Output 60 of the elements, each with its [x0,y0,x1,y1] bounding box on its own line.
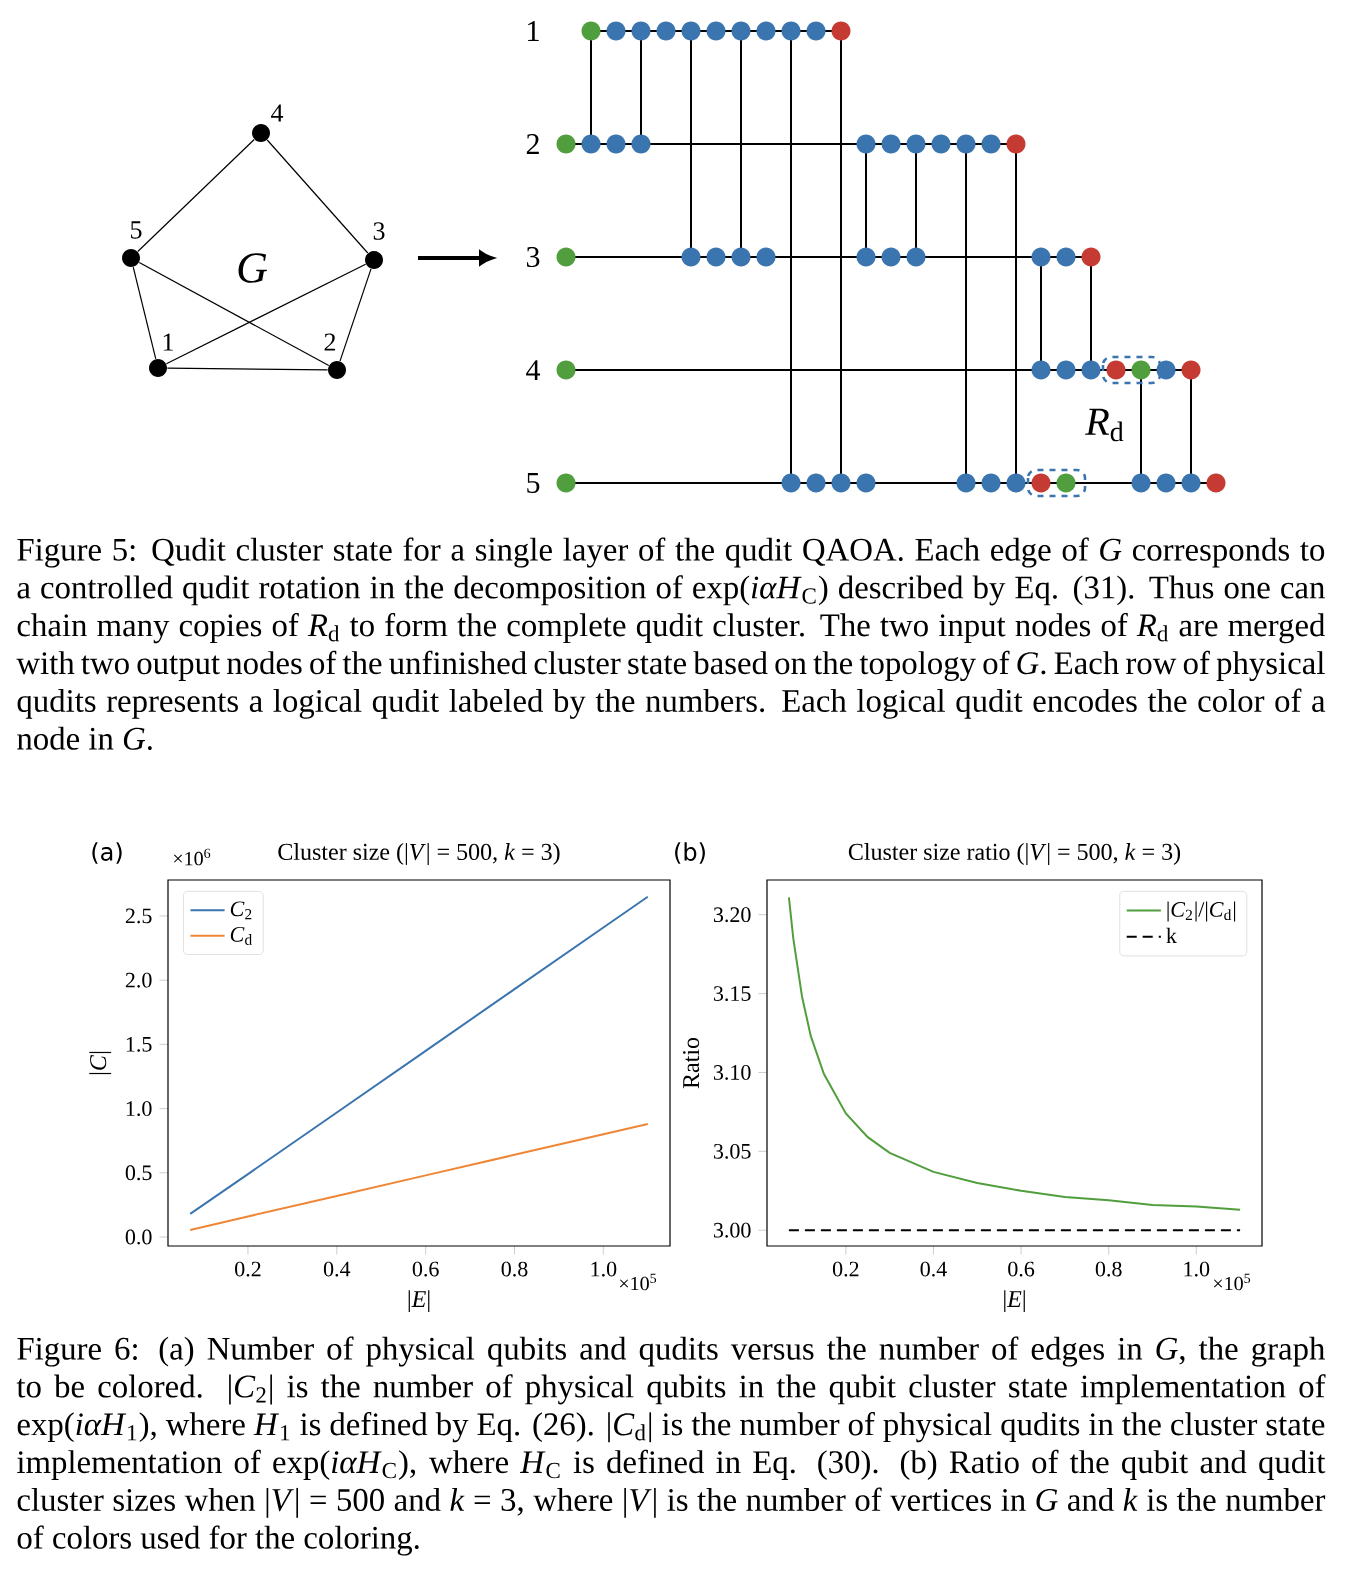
row-label: 1 [528,21,539,41]
x-tick-label: 1.0 [591,1261,617,1277]
vertex-label: 1 [163,333,173,351]
caption: Figure 5: Qudit cluster state for a single layer of the qudit QAOA. Each edge of G corresponds to a controlled qudit rotation in the decomposition of exp(iαH$_{C}$) described by Eq. (31). Thus one can chain many copies of R$_{d}$ to form the complete qudit cluster. The two input nodes of R$_{d}$ are merged with two output nodes of the unfinished cluster state based on the topology of G. Each row of physical qudits represents a logical qudit labeled by the numbers. Each logical qudit encodes the color of a node in G. [16,537,1326,750]
line-series [189,895,649,1215]
line-series [787,896,1242,1211]
graph-edge [339,268,372,362]
chart-title: Cluster size ratio (|V| = 500, k = 3) [848,843,1181,865]
axis-multiplier: ×10$^{5}$ [1213,1273,1251,1291]
y-axis-title: Ratio [683,1037,700,1089]
row-label: 5 [527,473,540,493]
graph-edge [132,266,157,360]
x-tick-label: 0.8 [501,1261,528,1277]
row-label: 4 [526,360,541,380]
chart-title: Cluster size (|V| = 500, k = 3) [278,843,560,865]
x-tick-label: 0.8 [1095,1261,1122,1277]
y-tick-label: 2.5 [125,908,152,924]
legend-label: k [1166,927,1177,943]
row-label: 3 [526,246,540,268]
x-tick-label: 0.4 [323,1261,351,1277]
x-tick-label: 0.2 [832,1261,859,1277]
graph-edge [166,367,329,371]
x-tick-label: 0.2 [235,1261,261,1277]
x-tick-label: 1.0 [1184,1261,1210,1277]
row-label: 2 [526,134,539,154]
y-tick-label: 0.5 [125,1165,152,1181]
caption: Figure 6: (a) Number of physical qubits and qudits versus the number of edges in G, the graph to be colored. |C$_{2}$| is the number of physical qubits in the qubit cluster state implementation of exp(iαH$_{1}$), where H$_{1}$ is defined by Eq. (26). |C$_{d}$| is the number of physical qudits in the cluster state implementation of exp(iαH$_{C}$), where H$_{C}$ is defined in Eq. (30). (b) Ratio of the qubit and qudit cluster sizes when |V| = 500 and k = 3, where |V| is the number of vertices in G and k is the number of colors used for the coloring. [16,1336,1326,1556]
block-label: R$_{d}$ [1085,408,1124,442]
y-tick-label: 1.5 [126,1036,152,1052]
line-series [189,1123,649,1231]
x-axis-title: |E| [1004,1290,1025,1313]
y-tick-label: 3.05 [713,1143,751,1159]
legend-label: C$_{d}$ [230,926,253,945]
vertex-label: 4 [271,104,284,122]
y-tick-label: 2.0 [125,972,152,988]
graph-edge [138,261,330,367]
vertex-label: 3 [373,222,385,240]
y-tick-label: 3.15 [713,986,751,1002]
y-tick-label: 1.0 [126,1101,152,1117]
x-tick-label: 0.6 [412,1261,439,1277]
axis-multiplier: ×10$^{6}$ [173,848,211,866]
y-tick-label: 3.00 [713,1222,751,1238]
graph-name: G [238,253,267,283]
graph-edge [165,263,367,365]
legend-label: |C$_{2}$|/|C$_{d}$| [1167,901,1236,922]
axis-multiplier: ×10$^{5}$ [619,1273,657,1291]
graph-edge [137,138,255,253]
y-tick-label: 0.0 [125,1229,152,1245]
x-axis-title: |E| [408,1290,430,1313]
panel-label: (b) [675,842,705,864]
vertex-label: 5 [131,221,142,239]
panel-label: (a) [92,842,122,864]
graph-edge [266,139,369,254]
vertex-label: 2 [324,333,336,351]
y-tick-label: 3.10 [713,1065,751,1080]
y-tick-label: 3.20 [713,907,751,923]
x-tick-label: 0.4 [920,1261,947,1277]
y-axis-title: |C| [89,1051,112,1075]
legend-label: C$_{2}$ [230,901,252,920]
x-tick-label: 0.6 [1008,1261,1035,1277]
